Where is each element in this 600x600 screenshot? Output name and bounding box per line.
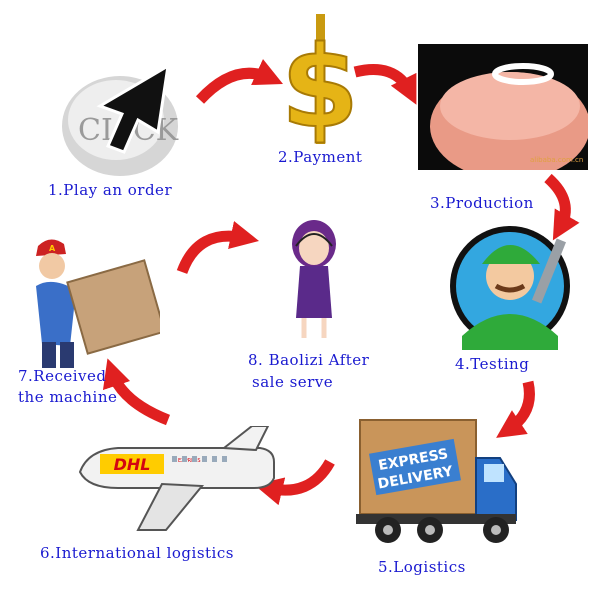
step-6-label: 6.International logistics [40, 543, 234, 563]
step-7-label-line-1: 7.Received [18, 366, 107, 386]
step-7-label-line-2: the machine [18, 387, 117, 407]
step-3-label: 3.Production [430, 193, 534, 213]
arrow-1-to-2 [200, 73, 270, 100]
step-1-label: 1.Play an order [48, 180, 172, 200]
click-cursor-icon: CLICK [60, 62, 188, 180]
step-4-label: 4.Testing [455, 354, 529, 374]
production-photo: alibaba.com.cn [418, 44, 588, 170]
step-8-label-line-1: 8. Baolizi After [248, 350, 369, 370]
svg-text:$: $ [282, 23, 358, 144]
mechanic-icon [448, 218, 578, 350]
plane-small-text: EXPRESS [178, 458, 201, 464]
customer-service-icon [280, 218, 350, 342]
dollar-sign-icon: $ [282, 14, 358, 144]
delivery-truck-icon: EXPRESS DELIVERY [350, 414, 522, 546]
arrow-6-to-7 [112, 372, 168, 420]
step-5-label: 5.Logistics [378, 557, 466, 577]
arrow-2-to-3 [355, 70, 410, 93]
arrow-7-to-8 [182, 236, 245, 272]
dhl-logo-text: DHL [114, 455, 151, 474]
photo-watermark: alibaba.com.cn [530, 156, 583, 164]
dhl-airplane-icon: DHL EXPRESS [74, 426, 278, 536]
step-2-label: 2.Payment [278, 147, 362, 167]
cap-letter: A [49, 244, 56, 253]
step-8-label-line-2: sale serve [252, 372, 333, 392]
delivery-man-icon: A [30, 234, 160, 370]
